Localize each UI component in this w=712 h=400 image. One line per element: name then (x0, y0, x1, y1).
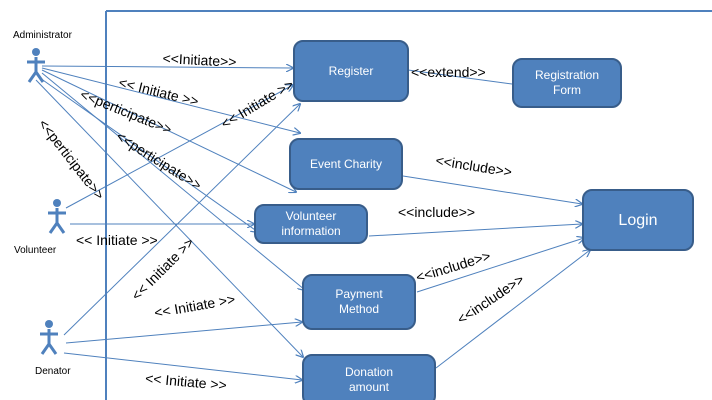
connector-admin-payment (41, 72, 305, 290)
actor-administrator-label: Administrator (13, 30, 72, 41)
usecase-volunteer-information: Volunteer information (254, 204, 368, 244)
connector-payment-include (416, 238, 584, 293)
actor-volunteer-label: Volunteer (14, 245, 57, 256)
actor-volunteer-icon (48, 199, 66, 234)
usecase-register: Register (293, 40, 409, 102)
connector-admin-volunteer-info (39, 77, 258, 232)
usecase-donation-amount: Donation amount (302, 354, 436, 400)
connector-event-include (402, 175, 582, 204)
label-volunteer-initiate: << Initiate >> (76, 232, 158, 248)
connector-register-extend (407, 69, 513, 85)
connector-volunteer-include (368, 224, 582, 237)
connector-admin-registration-path (41, 67, 300, 133)
actor-administrator-icon (27, 48, 45, 83)
usecase-event-charity: Event Charity (289, 138, 403, 190)
connector-donation-include (435, 250, 590, 369)
actor-donator-label: Denator (35, 366, 71, 377)
connector-volunteer-register (65, 85, 293, 209)
connector-donator-donation (63, 352, 302, 380)
connector-admin-register (41, 66, 293, 68)
label-volunteer-include: <<include>> (398, 204, 476, 220)
connector-donator-register (63, 104, 300, 336)
connector-admin-event-charity (41, 69, 296, 192)
usecase-registration-form: Registration Form (512, 58, 622, 108)
connector-admin-donation (35, 79, 303, 357)
actor-donator-icon (40, 320, 58, 355)
connector-donator-payment (65, 322, 302, 344)
usecase-login: Login (582, 189, 694, 251)
usecase-payment-method: Payment Method (302, 274, 416, 330)
label-register-extend: <<extend>> (411, 64, 486, 80)
